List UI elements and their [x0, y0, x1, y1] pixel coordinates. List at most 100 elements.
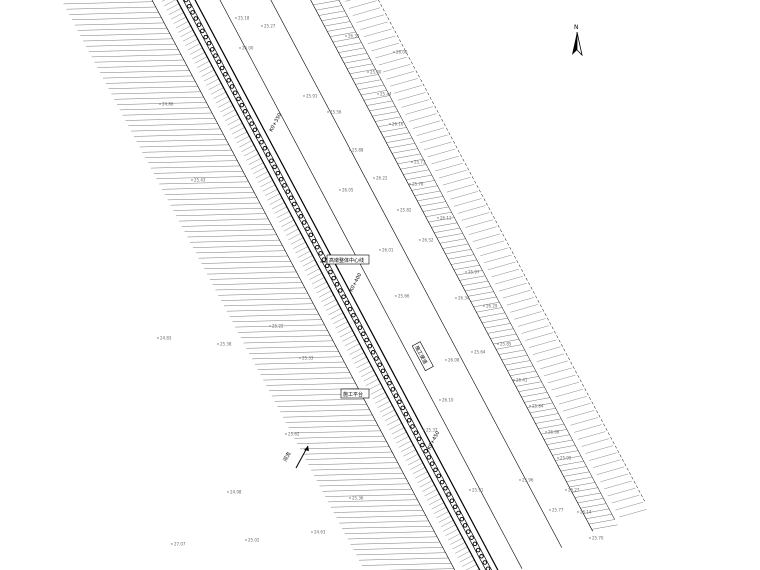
hatch-left [195, 250, 286, 254]
hatch-road-edge [450, 537, 463, 545]
hatch-left [153, 171, 244, 174]
hatch-left [133, 134, 224, 137]
elevation-point-mark [227, 491, 229, 493]
hatch-road-edge [173, 16, 187, 24]
hatch-right [344, 58, 370, 64]
elevation-point-label: 25.18 [238, 16, 250, 21]
north-arrow-right-icon [576, 31, 583, 57]
hatch-outer [386, 71, 415, 80]
hatch-left [77, 28, 168, 31]
hatch-left [116, 102, 207, 105]
hatch-outer [589, 452, 617, 461]
hatch-outer [555, 389, 583, 398]
hatch-right [411, 185, 438, 191]
river-label: 河流 [282, 451, 293, 463]
pier-mark [269, 158, 274, 163]
elevation-point-mark [419, 239, 421, 241]
hatch-outer [465, 219, 493, 228]
hatch-right [346, 63, 373, 69]
hatch-right [383, 132, 410, 138]
hatch-outer [619, 509, 647, 518]
pier-mark [242, 109, 248, 114]
hatch-left [178, 218, 269, 222]
hatch-right [470, 296, 497, 302]
slope-crest-line [338, 0, 615, 520]
hatch-right [318, 10, 345, 16]
hatch-right [349, 68, 376, 74]
hatch-right [479, 312, 506, 318]
hatch-outer [382, 64, 411, 73]
hatch-outer [540, 360, 568, 369]
hatch-outer [348, 0, 377, 9]
hatch-right [436, 233, 463, 239]
hatch-road-edge [422, 484, 435, 492]
elevation-point-label: 25.91 [306, 94, 318, 99]
pier-mark [357, 325, 363, 330]
hatch-outer [502, 290, 531, 299]
hatch-right [591, 524, 618, 530]
hatch-road-edge [279, 215, 292, 223]
hatch-outer [574, 424, 602, 433]
hatch-road-edge [417, 476, 430, 483]
hatch-road-edge [290, 237, 304, 245]
hatch-outer [544, 367, 572, 376]
hatch-road-edge [377, 400, 391, 408]
hatch-right [329, 31, 356, 37]
hatch-left [263, 377, 353, 381]
hatch-left [299, 446, 390, 450]
hatch-left [266, 383, 356, 386]
elevation-point-label: 26.06 [548, 430, 560, 435]
hatch-outer [536, 353, 565, 362]
station-label-1: K0+350 [268, 112, 283, 133]
hatch-left [91, 54, 182, 58]
hatch-left [71, 17, 162, 20]
elevation-point-label: 25.33 [302, 356, 314, 361]
pier-mark [190, 10, 195, 15]
pier-mark [413, 430, 419, 435]
hatch-right [484, 323, 511, 329]
hatch-left [187, 234, 277, 238]
elevation-point-label: 25.77 [552, 508, 564, 513]
hatch-left [350, 541, 441, 545]
hatch-road-edge [330, 312, 344, 320]
pier-mark [377, 362, 382, 367]
hatch-road-edge [276, 211, 290, 218]
hatch-road-edge [222, 109, 236, 117]
elevation-point-label: 25.73 [414, 160, 426, 165]
hatch-road-edge [171, 12, 184, 20]
hatch-left [125, 118, 215, 121]
elevation-point-mark [339, 189, 341, 191]
hatch-left [145, 155, 235, 158]
hatch-road-edge [286, 228, 299, 236]
hatch-road-edge [257, 175, 271, 183]
hatch-right [442, 243, 469, 249]
hatch-right [569, 482, 596, 488]
hatch-left [80, 33, 170, 36]
hatch-right [532, 413, 559, 419]
hatch-right [541, 429, 567, 435]
elevation-point-label: 26.52 [422, 238, 434, 243]
hatch-right [557, 461, 584, 466]
hatch-right [355, 79, 382, 85]
hatch-left [139, 144, 229, 148]
hatch-right [400, 164, 427, 170]
hatch-road-edge [358, 365, 372, 373]
hatch-right [358, 84, 385, 90]
hatch-left [69, 12, 159, 15]
hatch-outer [559, 396, 587, 405]
north-arrow-left-icon [572, 32, 577, 55]
pier-mark [223, 71, 228, 77]
pier-mark [393, 393, 399, 398]
elevation-point-mark [327, 111, 329, 113]
hatch-right [380, 127, 407, 133]
hatch-right [450, 259, 477, 265]
hatch-left [86, 43, 176, 47]
hatch-road-edge [443, 524, 456, 532]
pier-mark [183, 0, 189, 3]
hatch-outer [469, 226, 497, 235]
hatch-road-edge [213, 91, 226, 99]
elevation-point-mark [239, 47, 241, 49]
hatch-right [487, 328, 514, 334]
pier-mark [406, 418, 412, 423]
hatch-road-edge [412, 467, 426, 475]
